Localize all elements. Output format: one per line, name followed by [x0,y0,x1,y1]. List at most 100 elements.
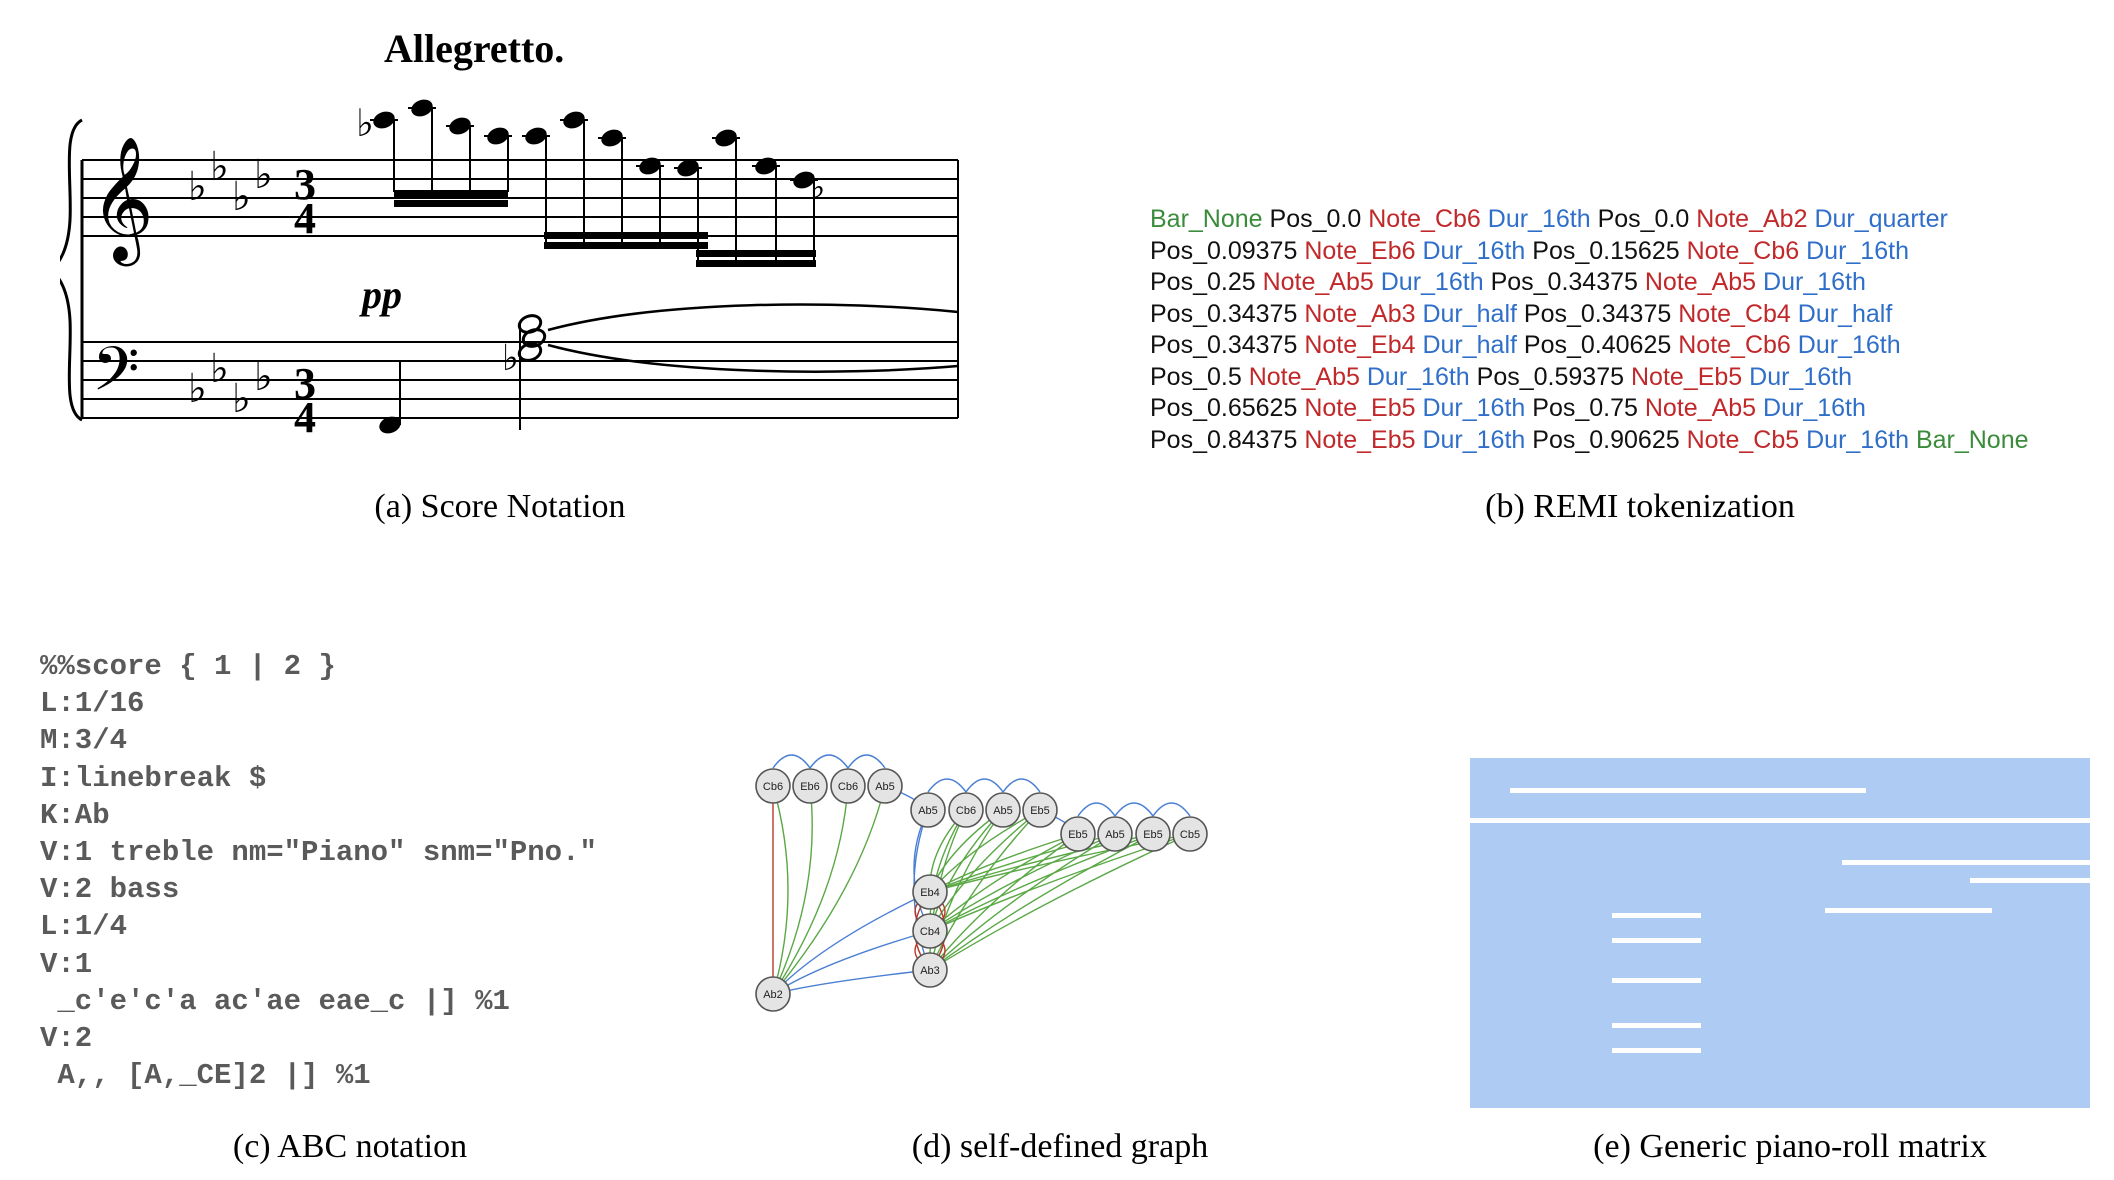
remi-token-pos: Pos_0.0 [1597,205,1690,233]
remi-token-note: Note_Cb6 [1678,331,1791,359]
remi-token-dur: Dur_16th [1422,394,1526,422]
remi-token-note: Note_Eb5 [1630,362,1743,391]
remi-token-note: Note_Ab5 [1644,268,1757,296]
roll-note [1612,1023,1701,1028]
graph-edge [772,785,849,995]
bass-clef-icon: 𝄢 [92,334,140,420]
graph-node: Ab5 [1097,816,1133,852]
treble-clef-icon: 𝄞 [90,136,154,266]
roll-note [1470,818,1570,823]
graph-node: Cb6 [830,768,866,804]
svg-text:Cb6: Cb6 [763,781,783,793]
remi-token-note: Note_Cb5 [1686,425,1800,454]
graph-edge [929,809,1004,971]
graph-edge [929,833,1191,971]
remi-token-dur: Dur_half [1797,299,1893,328]
beam [544,232,708,239]
remi-token-dur: Dur_quarter [1814,205,1948,233]
caption-c: (c) ABC notation [232,1128,468,1165]
graph-node: Ab3 [912,952,948,988]
remi-token-note: Note_Eb6 [1304,236,1416,265]
svg-text:4: 4 [294,194,316,243]
remi-token-bar: Bar_None [1915,425,2029,454]
svg-text:Ab5: Ab5 [1105,829,1125,841]
graph-node: Eb5 [1022,792,1058,828]
remi-token-note: Note_Ab2 [1696,205,1808,233]
remi-token-dur: Dur_16th [1422,425,1526,454]
remi-token-line: Pos_0.34375 Note_Ab3 Dur_half Pos_0.3437… [1150,299,2080,331]
remi-token-line: Pos_0.65625 Note_Eb5 Dur_16th Pos_0.75 N… [1150,393,2080,425]
abc-line: V:2 [40,1022,93,1056]
svg-text:Cb6: Cb6 [956,805,976,817]
abc-line: L:1/4 [40,910,128,944]
remi-token-line: Pos_0.25 Note_Ab5 Dur_16th Pos_0.34375 N… [1150,267,2080,299]
abc-line: K:Ab [40,798,110,832]
svg-text:♭: ♭ [232,174,251,220]
roll-note [1612,1048,1701,1053]
beam [696,250,816,257]
remi-token-line: Pos_0.5 Note_Ab5 Dur_16th Pos_0.59375 No… [1150,362,2080,394]
roll-note [1880,860,2090,865]
roll-note [1825,908,1992,913]
graph-edge [929,833,1154,971]
graph-node: Cb4 [912,913,948,949]
graph-node: Cb5 [1172,816,1208,852]
remi-token-pos: Pos_0.84375 [1150,425,1298,454]
tempo-marking: Allegretto. [384,26,564,71]
remi-token-note: Note_Eb5 [1304,425,1416,454]
remi-token-note: Note_Ab5 [1644,394,1757,422]
remi-token-dur: Dur_half [1422,299,1517,328]
score-notation-panel: Allegretto. pp 𝄞 𝄢 ♭♭♭♭ ♭♭♭♭ 3 4 3 4 ♭♭♭ [50,20,980,460]
remi-token-line: Pos_0.09375 Note_Eb6 Dur_16th Pos_0.1562… [1150,236,2080,268]
remi-token-pos: Pos_0.34375 [1150,331,1298,359]
svg-text:♭: ♭ [210,346,229,392]
svg-text:♭: ♭ [188,366,207,412]
svg-text:Cb6: Cb6 [838,781,858,793]
graph-edge [847,754,886,769]
abc-line: %%score { 1 | 2 } [40,650,336,683]
graph-edge [929,833,1116,971]
remi-token-pos: Pos_0.09375 [1150,236,1298,265]
bass-note-head [379,416,401,434]
remi-token-pos: Pos_0.34375 [1523,299,1672,328]
remi-token-dur: Dur_16th [1763,268,1866,296]
svg-text:♭: ♭ [232,376,251,422]
graph-node: Ab5 [985,792,1021,828]
remi-token-line: Bar_None Pos_0.0 Note_Cb6 Dur_16th Pos_0… [1150,204,2080,236]
graph-edge [929,809,1041,971]
remi-token-dur: Dur_half [1422,331,1517,359]
svg-text:Ab5: Ab5 [918,805,938,817]
svg-text:♭: ♭ [356,101,374,145]
abc-line: _c'e'c'a ac'ae eae_c |] %1 [40,984,510,1018]
roll-note [1510,788,1866,793]
graph-edge [927,778,967,793]
graph-edge [1077,802,1116,817]
abc-line: M:3/4 [40,724,128,758]
remi-token-note: Note_Cb4 [1678,299,1791,328]
graph-edge [772,785,813,995]
remi-token-dur: Dur_16th [1422,236,1526,265]
remi-token-pos: Pos_0.65625 [1150,394,1298,422]
graph-edge [1114,802,1154,817]
caption-d: (d) self-defined graph [911,1128,1209,1165]
remi-token-dur: Dur_16th [1806,425,1909,454]
svg-text:♭: ♭ [254,152,273,198]
beam [394,190,508,197]
svg-text:Ab3: Ab3 [920,965,940,977]
abc-line: V:1 [40,947,93,981]
svg-text:3: 3 [294,160,316,209]
remi-token-dur: Dur_16th [1380,268,1484,296]
remi-token-line: Pos_0.84375 Note_Eb5 Dur_16th Pos_0.9062… [1150,425,2080,457]
graph-edge [772,785,789,995]
graph-edge [772,891,931,995]
graph-node: Eb5 [1060,816,1096,852]
svg-text:♭: ♭ [210,144,229,190]
svg-text:4: 4 [294,393,316,442]
svg-text:Ab5: Ab5 [993,805,1013,817]
remi-token-dur: Dur_16th [1797,331,1901,359]
graph-node: Ab2 [755,976,791,1012]
roll-note [2000,878,2090,883]
